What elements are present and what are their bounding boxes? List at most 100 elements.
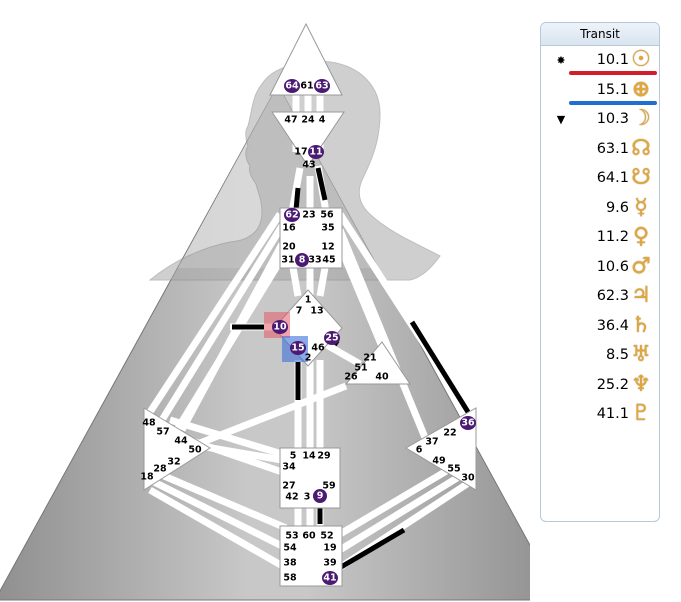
gate-49: 49 [432, 456, 445, 467]
gate-2: 2 [305, 353, 312, 364]
gate-44: 44 [174, 436, 188, 447]
transit-row: 36.4♄ [541, 312, 659, 342]
gate-16: 16 [282, 223, 296, 234]
underline-bar [569, 71, 657, 75]
gate-10: 10 [273, 322, 287, 333]
gate-21: 21 [363, 353, 376, 364]
north-node-icon: ☊ [631, 135, 651, 161]
transit-row: 10.6♂ [541, 253, 659, 283]
gate-46: 46 [311, 343, 325, 354]
gate-47: 47 [284, 115, 297, 126]
gate-45: 45 [322, 255, 335, 266]
transit-row: 64.1☋ [541, 164, 659, 194]
underline-bar [569, 100, 657, 105]
gate-40: 40 [375, 372, 389, 383]
gate-34: 34 [282, 462, 296, 473]
gate-32: 32 [167, 457, 180, 468]
status-marker-icon: ▼ [556, 113, 566, 126]
transit-value: 9.6 [605, 199, 629, 216]
transit-row: 62.3♃ [541, 282, 659, 312]
transit-row: 9.6 ☿ [541, 194, 659, 224]
transit-value: 8.5 [605, 347, 629, 363]
gate-24: 24 [301, 115, 315, 126]
transit-value: 41.1 [596, 406, 629, 422]
gate-8: 8 [299, 255, 306, 266]
transit-value: 25.2 [596, 376, 629, 393]
gate-64: 64 [285, 81, 299, 92]
gate-57: 57 [156, 427, 169, 438]
transit-value: 10.6 [596, 258, 629, 275]
head-center [269, 22, 343, 96]
spleen-center [143, 407, 211, 491]
transit-value: 36.4 [596, 317, 629, 334]
heart-center [344, 341, 411, 385]
gate-56: 56 [320, 210, 334, 221]
gate-14: 14 [302, 451, 316, 462]
gate-20: 20 [282, 242, 296, 253]
transit-row: 11.2♀ [541, 223, 659, 253]
transit-value: 62.3 [596, 288, 629, 304]
solar-plexus-center [405, 407, 477, 491]
jupiter-icon: ♃ [631, 283, 651, 308]
gate-37: 37 [425, 437, 438, 448]
neptune-icon: ♆ [631, 371, 651, 397]
gate-4: 4 [319, 115, 326, 126]
bodygraph-chart: 64 61 63 47 24 4 17 11 43 62 23 56 16 35… [0, 22, 530, 601]
gate-28: 28 [153, 464, 167, 475]
gate-22: 22 [443, 428, 456, 439]
ajna-center [271, 111, 345, 167]
gate-12: 12 [321, 242, 334, 253]
transit-panel: Transit ✸10.1☉15.1⊕▼10.3☽63.1☊64.1☋9.6☿1… [540, 22, 660, 522]
gate-13: 13 [310, 306, 323, 317]
channels [147, 95, 472, 577]
transit-row: 63.1☊ [541, 135, 659, 165]
gate-23: 23 [302, 210, 315, 221]
gate-59: 59 [322, 481, 335, 492]
gate-36: 36 [461, 418, 475, 429]
earth-icon: ⊕ [631, 76, 651, 102]
gate-30: 30 [461, 473, 475, 484]
transit-value: 10.3 [596, 111, 629, 127]
gate-35: 35 [321, 223, 334, 234]
gate-7: 7 [296, 306, 303, 317]
gate-19: 19 [323, 543, 336, 554]
transit-value: 10.1 [596, 52, 629, 68]
gate-labels: 64 61 63 47 24 4 17 11 43 62 23 56 16 35… [140, 81, 475, 584]
transit-value: 64.1 [596, 170, 629, 186]
transit-row: 15.1⊕ [541, 76, 659, 106]
gate-60: 60 [302, 531, 316, 542]
gate-17: 17 [294, 147, 307, 158]
gate-50: 50 [188, 445, 202, 456]
gate-52: 52 [320, 531, 333, 542]
transit-value: 11.2 [596, 229, 629, 245]
gate-53: 53 [285, 531, 298, 542]
gate-5: 5 [290, 451, 297, 462]
south-node-icon: ☋ [631, 165, 651, 190]
gate-38: 38 [283, 558, 297, 569]
transit-rows: ✸10.1☉15.1⊕▼10.3☽63.1☊64.1☋9.6☿11.2♀10.6… [541, 46, 659, 430]
sacral-center [279, 447, 341, 509]
gate-54: 54 [283, 543, 297, 554]
mars-icon: ♂ [631, 253, 651, 279]
gate-61: 61 [300, 81, 313, 92]
gate-62: 62 [285, 210, 298, 221]
gate-43: 43 [302, 160, 315, 171]
gate-29: 29 [317, 451, 330, 462]
transit-row: 25.2♆ [541, 371, 659, 401]
transit-row: ✸10.1☉ [541, 46, 659, 76]
gate-51: 51 [354, 363, 367, 374]
gate-15: 15 [291, 343, 304, 354]
gate-33: 33 [308, 255, 321, 266]
gate-63: 63 [315, 81, 328, 92]
gate-6: 6 [416, 445, 423, 456]
gate-18: 18 [140, 472, 154, 483]
gate-25: 25 [325, 333, 338, 344]
gate-39: 39 [323, 558, 336, 569]
pluto-icon: ♇ [631, 401, 651, 426]
moon-icon: ☽ [631, 106, 651, 131]
gate-55: 55 [447, 464, 460, 475]
gate-1: 1 [305, 295, 312, 306]
mercury-icon: ☿ [634, 194, 648, 220]
gate-42: 42 [285, 492, 298, 503]
transit-value: 15.1 [596, 81, 629, 98]
